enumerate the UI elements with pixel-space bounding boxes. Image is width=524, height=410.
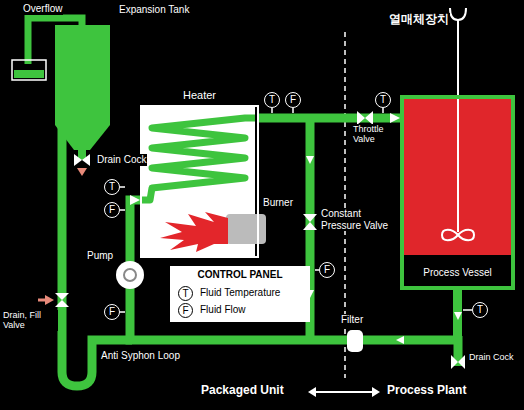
vessel-content <box>404 8 511 255</box>
sensor-letter: T <box>105 181 119 193</box>
constant-pressure-valve-symbol <box>303 214 317 222</box>
sensor-circle: T <box>472 302 488 318</box>
node-text: Heater <box>142 89 257 101</box>
sensor-letter: F <box>105 306 119 318</box>
part-label: Process Plant <box>386 384 467 398</box>
boundary-arrow <box>372 387 380 397</box>
pump-symbol <box>124 269 136 281</box>
drain-cock-symbol <box>74 154 90 176</box>
burner-symbol <box>160 212 228 252</box>
process-vessel: Process Vessel <box>400 95 515 290</box>
boundary-line <box>344 32 346 378</box>
sensor-letter: T <box>473 304 487 316</box>
heater-body <box>140 118 255 200</box>
heater-box: Heater <box>140 105 259 258</box>
overflow-pipe <box>14 70 44 78</box>
sensor-circle: T <box>178 286 193 301</box>
vessel-content <box>450 8 466 20</box>
pipe-connector <box>130 200 458 340</box>
vessel-content <box>457 20 459 232</box>
sensor-tick <box>382 108 384 113</box>
vessel-content <box>442 230 474 241</box>
sensor-letter: T <box>179 288 192 300</box>
part-label: Anti Syphon Loop <box>100 350 181 362</box>
sensor-tick <box>463 309 472 311</box>
burner-symbol <box>160 212 266 252</box>
pump-symbol <box>116 261 144 289</box>
drain-cock-symbol <box>74 154 82 166</box>
sensor-circle: F <box>104 304 120 320</box>
drain-cock-symbol <box>458 355 465 369</box>
sensor-circle: F <box>104 202 120 218</box>
part-label: Overflow <box>22 3 63 15</box>
drain-fill-valve-symbol <box>38 299 46 302</box>
flow-arrow <box>306 156 462 344</box>
boundary-arrow <box>308 387 380 397</box>
sensor-tick <box>120 311 125 313</box>
drain-fill-valve-symbol <box>38 293 69 307</box>
sensor-letter: F <box>286 94 300 106</box>
boundary-arrow <box>314 391 374 393</box>
node-text: Process Vessel <box>404 267 511 278</box>
sensor-tick <box>120 209 125 211</box>
part-label: Pump <box>86 250 114 262</box>
sensor-circle: F <box>285 92 301 108</box>
part-label: 열매체장치 <box>388 13 450 27</box>
part-label: Filter <box>340 314 364 326</box>
pump-symbol <box>116 261 144 289</box>
sensor-tick <box>271 108 273 113</box>
part-label: Constant Pressure Valve <box>320 208 394 231</box>
drain-cock-symbol <box>82 154 90 166</box>
constant-pressure-valve-symbol <box>303 214 317 230</box>
throttle-valve-symbol <box>357 111 365 125</box>
drain-fill-valve-symbol <box>55 300 69 307</box>
filter-symbol <box>347 330 363 352</box>
node-text: Fluid Flow <box>200 304 246 315</box>
overflow-pipe <box>12 60 46 80</box>
part-label: Drain Cock <box>468 352 515 362</box>
part-label: Expansion Tank <box>118 4 190 16</box>
part-label: Drain Cock <box>96 154 147 166</box>
control-panel: CONTROL PANEL Fluid TemperatureFluid Flow… <box>170 266 310 322</box>
node-text: Fluid Temperature <box>200 287 280 298</box>
drain-fill-valve-symbol <box>45 295 54 305</box>
drain-cock-symbol <box>451 355 465 369</box>
sensor-letter: T <box>376 94 390 106</box>
burner-symbol <box>226 214 266 244</box>
flow-arrow <box>396 336 404 344</box>
flow-arrow <box>306 156 314 164</box>
sensor-circle: F <box>319 262 335 278</box>
constant-pressure-valve-symbol <box>303 222 317 230</box>
sensor-letter: F <box>105 204 119 216</box>
part-label: Burner <box>262 197 294 209</box>
part-label: Drain, Fill Valve <box>2 310 58 331</box>
part-label: Throttle Valve <box>352 124 398 145</box>
drain-fill-valve-symbol <box>55 293 69 300</box>
pipe <box>62 118 458 386</box>
drain-cock-symbol <box>451 355 458 369</box>
boundary-arrow <box>308 387 316 397</box>
sensor-tick <box>120 186 125 188</box>
flow-arrow <box>454 312 462 320</box>
throttle-valve-symbol <box>357 111 373 125</box>
node-text: CONTROL PANEL <box>170 269 310 280</box>
pipe-connector <box>259 114 400 123</box>
sensor-letter: T <box>265 94 279 106</box>
sensor-tick <box>292 108 294 113</box>
sensor-circle: T <box>375 92 391 108</box>
drain-cock-symbol <box>77 168 87 176</box>
part-label: Packaged Unit <box>200 384 285 398</box>
sensor-letter: F <box>179 305 192 317</box>
sensor-circle: F <box>178 303 193 318</box>
sensor-circle: T <box>264 92 280 108</box>
throttle-valve-symbol <box>365 111 373 125</box>
sensor-letter: F <box>320 264 334 276</box>
sensor-circle: T <box>104 179 120 195</box>
